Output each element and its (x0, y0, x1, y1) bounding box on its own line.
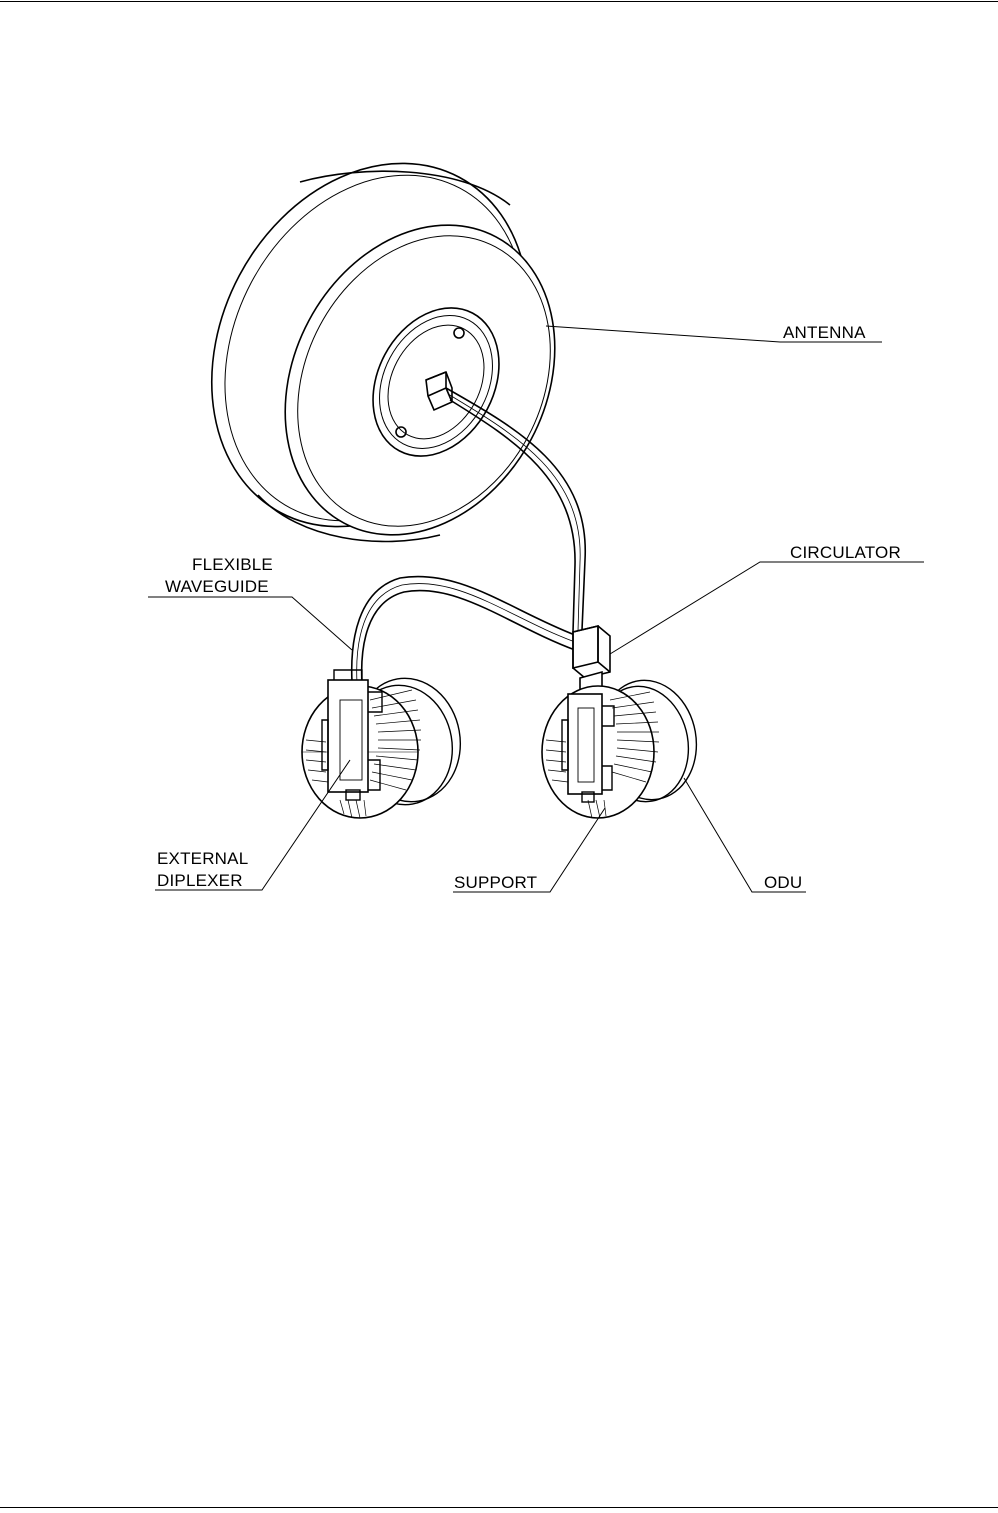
flexible-waveguide (352, 576, 575, 684)
left-odu-with-external-diplexer (302, 670, 470, 818)
antenna-dish (150, 108, 607, 582)
label-flexible-waveguide-line2: WAVEGUIDE (165, 577, 269, 596)
right-odu (542, 673, 706, 818)
label-external-diplexer-line1: EXTERNAL (157, 849, 248, 868)
label-antenna: ANTENNA (783, 323, 866, 342)
label-support: SUPPORT (454, 873, 537, 892)
label-flexible-waveguide-line1: FLEXIBLE (192, 555, 273, 574)
label-external-diplexer-line2: DIPLEXER (157, 871, 243, 890)
label-circulator: CIRCULATOR (790, 543, 901, 562)
label-odu: ODU (764, 873, 802, 892)
